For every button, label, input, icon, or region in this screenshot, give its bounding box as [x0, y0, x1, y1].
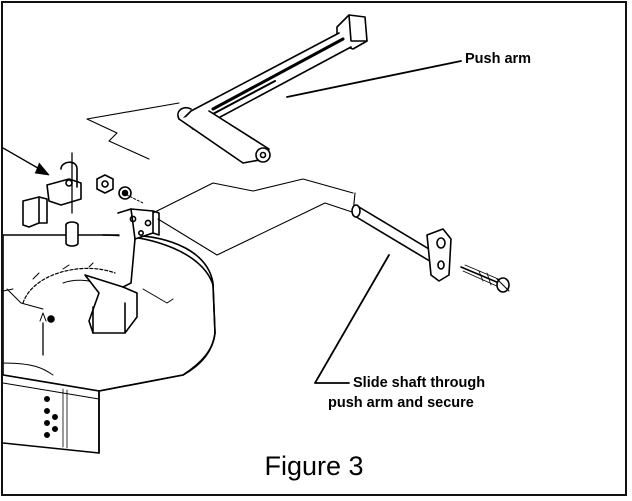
- slide-shaft: [351, 204, 452, 282]
- push-arm: [177, 14, 368, 164]
- mower-deck: [3, 234, 216, 454]
- figure-frame: Push arm Slide shaft through push arm an…: [1, 1, 627, 496]
- slide-shaft-label-line1: Slide shaft through: [353, 375, 486, 391]
- figure-caption: Figure 3: [264, 451, 364, 481]
- nut-and-washer: [96, 174, 132, 200]
- slide-shaft-label-line2: push arm and secure: [328, 395, 474, 411]
- securing-bolt: [460, 264, 510, 293]
- push-arm-label: Push arm: [465, 51, 532, 67]
- slide-shaft-leader: [314, 254, 390, 384]
- push-arm-leader: [286, 60, 462, 98]
- deck-bracket: [84, 208, 160, 334]
- mower-deck-assembly-drawing: [3, 14, 510, 454]
- spacer-bushing: [65, 152, 79, 247]
- assembly-guide-lines: [86, 102, 356, 256]
